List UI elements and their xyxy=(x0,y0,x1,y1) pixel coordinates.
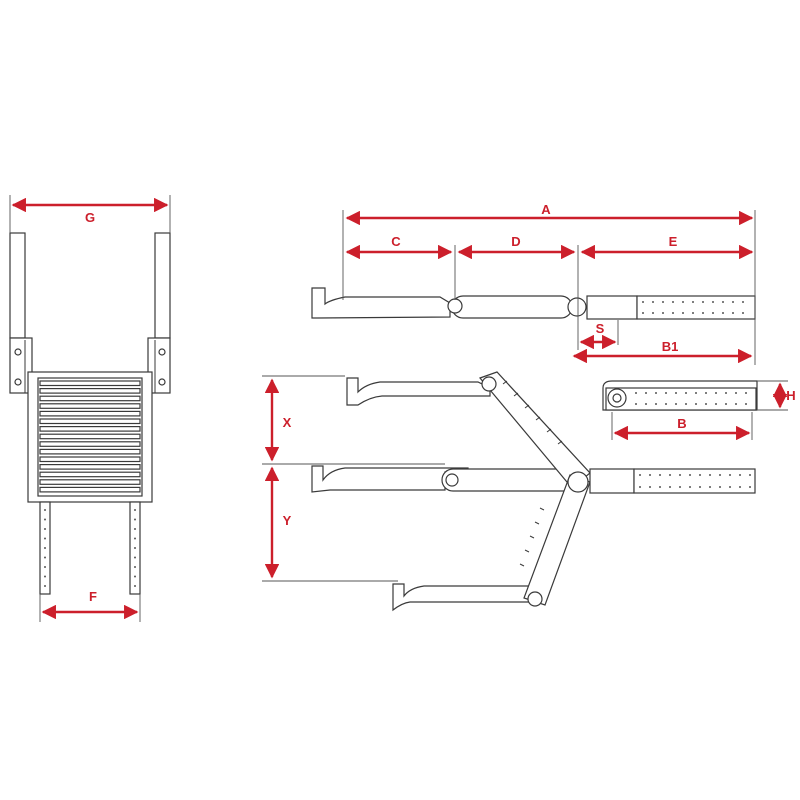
upper-step-tread xyxy=(311,287,451,319)
label-b1: B1 xyxy=(662,339,679,354)
label-a: A xyxy=(541,202,551,217)
tread-slat xyxy=(39,441,141,447)
right-upright xyxy=(154,232,171,339)
folded-arm xyxy=(451,295,573,319)
step-upper-position xyxy=(346,377,491,406)
step-treads xyxy=(39,380,141,493)
tread-slat xyxy=(39,471,141,478)
label-f: F xyxy=(89,589,97,604)
dimension-labels: G F A C D E S B1 B H X Y xyxy=(85,202,796,604)
tread-slat xyxy=(39,456,141,463)
tread-slat xyxy=(39,418,141,425)
tread-slat xyxy=(39,448,141,455)
tread-slat xyxy=(39,464,141,470)
front-view xyxy=(9,195,171,622)
rail-profile-view xyxy=(602,380,788,440)
tread-slat xyxy=(39,486,141,493)
tread-slat xyxy=(39,426,141,432)
side-view-unfolded xyxy=(262,371,756,612)
left-upright xyxy=(9,232,26,339)
ladder-rail-top xyxy=(636,295,756,320)
label-h: H xyxy=(786,388,795,403)
tread-slat xyxy=(39,433,141,440)
label-d: D xyxy=(511,234,520,249)
label-g: G xyxy=(85,210,95,225)
label-e: E xyxy=(669,234,678,249)
tread-slat xyxy=(39,479,141,485)
side-view-folded xyxy=(311,210,756,365)
tread-slat xyxy=(39,410,141,417)
label-b: B xyxy=(677,416,686,431)
dimension-lines xyxy=(11,197,788,620)
tread-slat xyxy=(39,403,141,409)
ladder-rail-bottom xyxy=(633,468,756,494)
label-s: S xyxy=(596,321,605,336)
label-x: X xyxy=(283,415,292,430)
tread-slat xyxy=(39,395,141,402)
lower-swing-arm xyxy=(523,474,591,606)
label-y: Y xyxy=(283,513,292,528)
tread-slat xyxy=(39,388,141,394)
label-c: C xyxy=(391,234,401,249)
step-lower-position xyxy=(392,583,531,612)
tread-slat xyxy=(39,380,141,387)
